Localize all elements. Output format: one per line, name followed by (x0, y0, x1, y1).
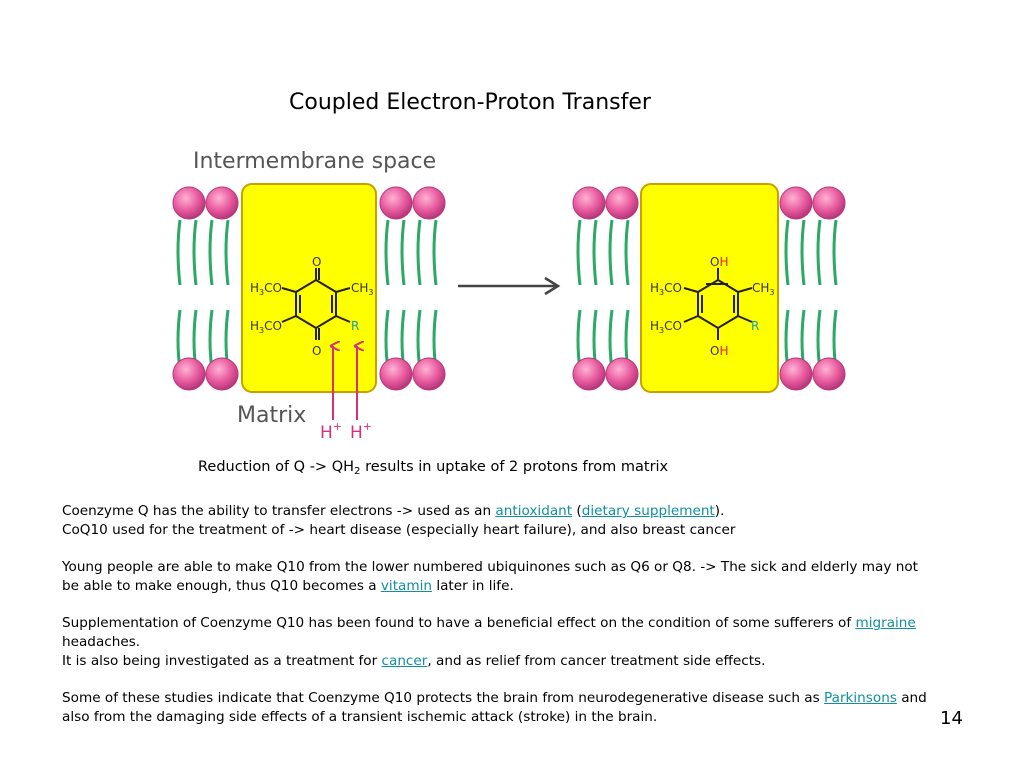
svg-text:R: R (751, 319, 759, 333)
svg-text:CH3: CH3 (752, 281, 775, 297)
right-lipid-heads (572, 186, 846, 391)
paragraph-studies: Some of these studies indicate that Coen… (62, 690, 927, 725)
cancer-link[interactable]: cancer (381, 653, 428, 669)
intermembrane-label: Intermembrane space (193, 149, 436, 174)
diagram-caption: Reduction of Q -> QH2 results in uptake … (198, 459, 669, 477)
slide-title: Coupled Electron-Proton Transfer (289, 90, 651, 115)
reaction-arrow (458, 276, 561, 296)
svg-text:CH3: CH3 (351, 281, 374, 297)
proton-arrows: H+ H+ (320, 346, 372, 443)
left-lipid-heads (172, 186, 446, 391)
svg-text:O: O (312, 344, 321, 358)
slide-body: Coenzyme Q has the ability to transfer e… (62, 502, 932, 745)
paragraph-young-people: Young people are able to make Q10 from t… (62, 559, 918, 594)
quinol-structure: OH OH H3CO H3CO CH3 R (650, 255, 775, 358)
svg-text:H3CO: H3CO (650, 281, 682, 297)
proton-label-2: H+ (350, 420, 372, 443)
paragraph-supplementation: Supplementation of Coenzyme Q10 has been… (62, 615, 916, 669)
paragraph-coenzyme-q: Coenzyme Q has the ability to transfer e… (62, 503, 736, 538)
left-protein-box (241, 183, 377, 393)
svg-text:OH: OH (710, 344, 728, 358)
svg-text:OH: OH (710, 255, 728, 269)
svg-text:H3CO: H3CO (650, 319, 682, 335)
right-protein-box (640, 183, 779, 393)
page-number: 14 (940, 708, 963, 729)
parkinsons-link[interactable]: Parkinsons (824, 690, 897, 706)
quinone-structure: O O H3CO H3CO CH3 R (250, 255, 374, 358)
vitamin-link[interactable]: vitamin (380, 578, 432, 594)
svg-text:O: O (312, 255, 321, 269)
proton-label-1: H+ (320, 420, 342, 443)
dietary-supplement-link[interactable]: dietary supplement (581, 503, 715, 519)
svg-text:R: R (351, 319, 359, 333)
matrix-label: Matrix (237, 403, 306, 428)
antioxidant-link[interactable]: antioxidant (495, 503, 573, 519)
svg-text:H3CO: H3CO (250, 319, 282, 335)
svg-text:H3CO: H3CO (250, 281, 282, 297)
migraine-link[interactable]: migraine (855, 615, 916, 631)
coupled-transfer-diagram: Intermembrane space Matrix (172, 149, 846, 443)
